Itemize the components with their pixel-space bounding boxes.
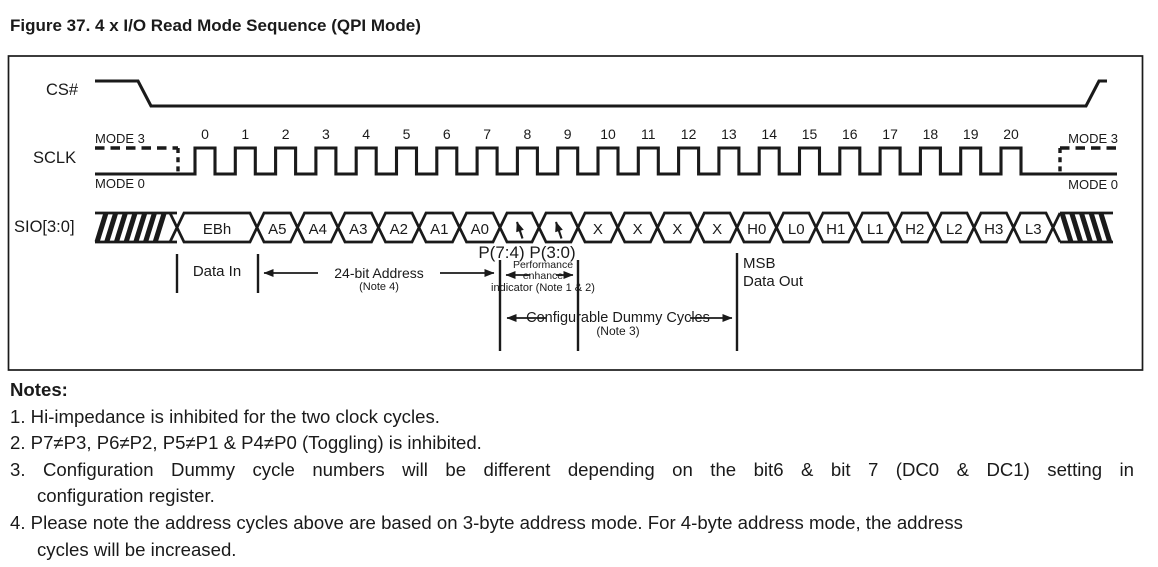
bus-cell-label: X	[633, 221, 643, 238]
bus-cell-label: X	[672, 221, 682, 238]
sclk-wave-path	[95, 146, 1117, 176]
note-4-line-2: cycles will be increased.	[37, 538, 237, 560]
bus-cell-label: X	[593, 221, 603, 238]
figure-title: Figure 37. 4 x I/O Read Mode Sequence (Q…	[10, 16, 421, 35]
hatch-stripe	[1079, 212, 1093, 243]
bus-cell-label: L1	[867, 221, 884, 238]
notes-heading: Notes:	[10, 379, 68, 400]
bus-cell-label: A0	[471, 221, 489, 238]
data-in-label: Data In	[193, 263, 241, 280]
perf-label-line2: enhance	[523, 270, 563, 282]
bus-cell-label: L3	[1025, 221, 1042, 238]
bus-cell-label: L0	[788, 221, 805, 238]
clock-number: 12	[681, 126, 697, 142]
clock-number: 17	[882, 126, 898, 142]
sclk-signal-label: SCLK	[33, 149, 76, 167]
clock-number: 7	[483, 126, 491, 142]
bus-cell-label: EBh	[203, 221, 231, 238]
msb-label: MSB	[743, 255, 776, 272]
clock-number: 11	[641, 126, 656, 142]
note-3-line-2: configuration register.	[37, 485, 215, 507]
clock-number: 15	[802, 126, 818, 142]
dummy-cycles-label: Configurable Dummy Cycles	[526, 310, 710, 326]
clock-number: 2	[282, 126, 290, 142]
bus-cell-label: L2	[946, 221, 963, 238]
bus-cell-label: X	[712, 221, 722, 238]
hatch-stripe	[1059, 212, 1074, 243]
bus-cell-label: H0	[747, 221, 766, 238]
clock-number: 14	[761, 126, 777, 142]
clock-number: 10	[600, 126, 616, 142]
mode0-label-left: MODE 0	[95, 176, 145, 191]
bus-cell-label: A1	[430, 221, 448, 238]
up-arrow-icon	[555, 221, 563, 239]
mode0-label-right: MODE 0	[1068, 177, 1118, 192]
hatch-stripe	[94, 212, 109, 243]
bus-hatch-right	[1051, 211, 1113, 244]
bus-cell-label: H3	[984, 221, 1003, 238]
cs-waveform	[95, 79, 1107, 108]
clock-number: 8	[524, 126, 532, 142]
clock-number: 3	[322, 126, 330, 142]
clock-number: 6	[443, 126, 451, 142]
bus-cell-label: A4	[309, 221, 327, 238]
perf-label-line1: Performance	[513, 259, 573, 271]
hatch-stripe	[1098, 212, 1113, 243]
bus-cell-label: H1	[826, 221, 845, 238]
clock-number: 20	[1003, 126, 1019, 142]
diagram-border	[7, 55, 1144, 371]
clock-number: 13	[721, 126, 737, 142]
sio-signal-label: SIO[3:0]	[14, 218, 75, 236]
clock-number: 16	[842, 126, 858, 142]
notes-section: Notes: 1. Hi-impedance is inhibited for …	[10, 377, 1134, 563]
hatch-stripe	[152, 212, 167, 243]
hatch-stripe	[123, 212, 138, 243]
bus-cell-label: A3	[349, 221, 367, 238]
hatch-stripe	[1088, 212, 1103, 243]
sclk-waveform	[95, 146, 1117, 176]
clock-number: 0	[201, 126, 209, 142]
mode3-label-right: MODE 3	[1068, 131, 1118, 146]
dummy-note-label: (Note 3)	[596, 324, 639, 338]
data-out-label: Data Out	[743, 273, 804, 290]
bus-cell-label: A2	[390, 221, 408, 238]
bus-cell-label: A5	[268, 221, 286, 238]
clock-number: 5	[403, 126, 411, 142]
hatch-stripe	[114, 212, 128, 243]
perf-label-line3: indicator (Note 1 & 2)	[491, 282, 595, 294]
clock-number: 19	[963, 126, 979, 142]
note-3-line-1: 3. Configuration Dummy cycle numbers wil…	[10, 458, 1134, 480]
performance-bits-label: P(7:4) P(3:0)	[478, 243, 575, 262]
up-arrow-icon	[516, 221, 524, 239]
note-1: 1. Hi-impedance is inhibited for the two…	[10, 405, 440, 427]
clock-number: 1	[241, 126, 249, 142]
address-note-label: (Note 4)	[359, 281, 399, 293]
clock-number: 4	[362, 126, 370, 142]
hatch-stripe	[133, 212, 148, 243]
sio-bus-cells: EBh A5 A4 A3 A2 A1 A0 X X X X H0 L0 H1 L1 H2 L2 H3 L3	[175, 211, 1055, 244]
mode3-label-left: MODE 3	[95, 131, 145, 146]
note-4-line-1: 4. Please note the address cycles above …	[10, 511, 963, 533]
address-label: 24-bit Address	[334, 265, 424, 281]
hatch-stripe	[104, 212, 119, 243]
bus-hatch-left	[94, 211, 179, 244]
clock-number: 18	[923, 126, 939, 142]
clock-number: 9	[564, 126, 572, 142]
note-2: 2. P7≠P3, P6≠P2, P5≠P1 & P4≠P0 (Toggling…	[10, 432, 482, 454]
hatch-stripe	[143, 212, 157, 243]
hatch-start-crossover	[1051, 212, 1062, 243]
cs-signal-label: CS#	[46, 81, 79, 99]
bus-cell-label: H2	[905, 221, 924, 238]
hatch-stripe	[1069, 212, 1084, 243]
